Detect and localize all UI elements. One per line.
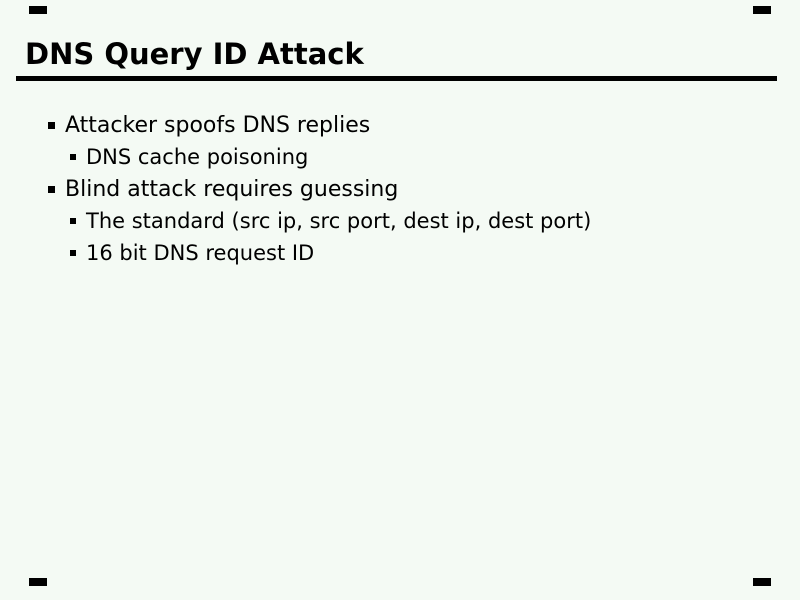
bullet-text: 16 bit DNS request ID [86, 241, 315, 265]
corner-mark-top-right [753, 6, 771, 14]
bullet-text: Blind attack requires guessing [65, 176, 399, 202]
corner-mark-bottom-right [753, 578, 771, 586]
bullet-text: DNS cache poisoning [86, 145, 309, 169]
bullet-square-icon [48, 121, 55, 129]
bullet-square-icon [70, 250, 76, 256]
page-title: DNS Query ID Attack [25, 37, 364, 71]
bullet-square-icon [48, 185, 55, 193]
bullet-square-icon [70, 154, 76, 160]
bullet-text: Attacker spoofs DNS replies [65, 112, 371, 138]
bullet-item-level2: The standard (src ip, src port, dest ip,… [0, 205, 800, 237]
corner-mark-top-left [29, 6, 47, 14]
bullet-list: Attacker spoofs DNS replies DNS cache po… [0, 109, 800, 269]
bullet-item-level2: DNS cache poisoning [0, 141, 800, 173]
bullet-item-level1: Blind attack requires guessing [0, 173, 800, 205]
bullet-item-level2: 16 bit DNS request ID [0, 237, 800, 269]
bullet-text: The standard (src ip, src port, dest ip,… [86, 209, 592, 233]
corner-mark-bottom-left [29, 578, 47, 586]
title-underline [16, 76, 777, 81]
bullet-square-icon [70, 218, 76, 224]
bullet-item-level1: Attacker spoofs DNS replies [0, 109, 800, 141]
